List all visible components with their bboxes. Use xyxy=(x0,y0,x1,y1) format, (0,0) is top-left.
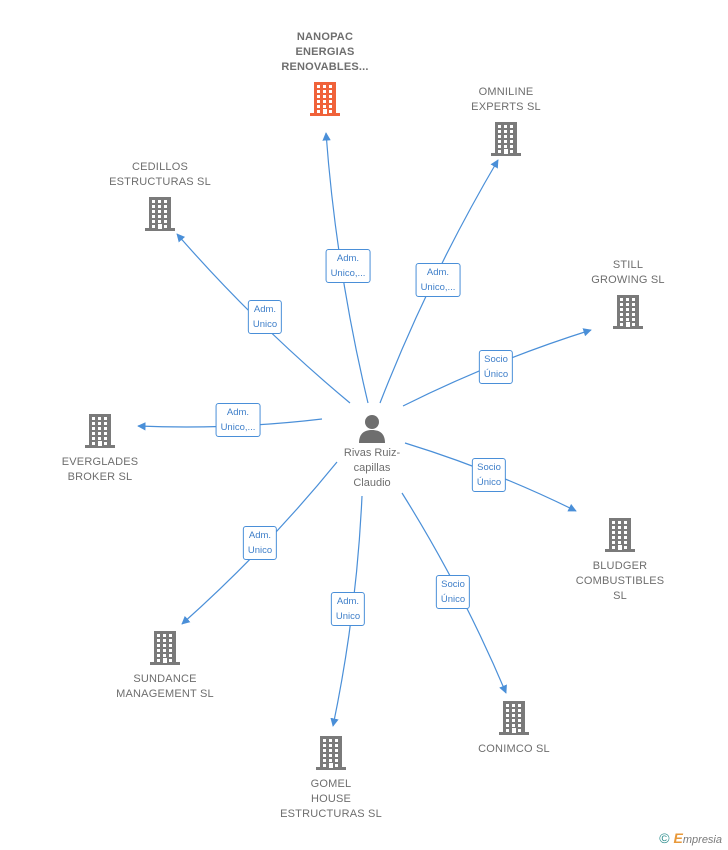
company-node-everglades[interactable]: EVERGLADES BROKER SL xyxy=(40,413,160,485)
company-name: CEDILLOS ESTRUCTURAS SL xyxy=(109,161,211,188)
company-node-conimco[interactable]: CONIMCO SL xyxy=(454,700,574,757)
building-icon xyxy=(605,518,635,552)
brand-name: mpresia xyxy=(682,834,722,846)
building-icon xyxy=(499,701,529,735)
copyright-symbol: © xyxy=(659,830,670,846)
relation-label-conimco[interactable]: Socio Único xyxy=(435,575,471,609)
company-name: GOMEL HOUSE ESTRUCTURAS SL xyxy=(280,778,382,820)
brand-initial: E xyxy=(673,830,683,846)
company-name: OMNILINE EXPERTS SL xyxy=(471,86,541,113)
company-name: NANOPAC ENERGIAS RENOVABLES... xyxy=(281,31,369,73)
relation-label-sundance[interactable]: Adm. Unico xyxy=(242,526,278,560)
company-node-nanopac[interactable]: NANOPAC ENERGIAS RENOVABLES... xyxy=(265,30,385,117)
brand-logo: Empresia xyxy=(674,830,722,846)
relation-label-bludger[interactable]: Socio Único xyxy=(471,458,507,492)
company-name: BLUDGER COMBUSTIBLES SL xyxy=(575,560,665,602)
company-node-sundance[interactable]: SUNDANCE MANAGEMENT SL xyxy=(105,630,225,702)
building-icon xyxy=(613,295,643,329)
relation-label-everglades[interactable]: Adm. Unico,... xyxy=(215,403,261,437)
person-name: Rivas Ruiz- capillas Claudio xyxy=(343,447,401,489)
person-node[interactable]: Rivas Ruiz- capillas Claudio xyxy=(322,413,422,491)
relation-label-nanopac[interactable]: Adm. Unico,... xyxy=(325,249,371,283)
company-node-bludger[interactable]: BLUDGER COMBUSTIBLES SL xyxy=(560,517,680,604)
company-name: STILL GROWING SL xyxy=(591,259,665,286)
company-node-cedillos[interactable]: CEDILLOS ESTRUCTURAS SL xyxy=(100,160,220,232)
person-icon xyxy=(359,415,385,443)
company-name: EVERGLADES BROKER SL xyxy=(61,456,139,483)
building-icon xyxy=(310,82,340,116)
company-node-omniline[interactable]: OMNILINE EXPERTS SL xyxy=(446,85,566,157)
relation-label-gomel[interactable]: Adm. Unico xyxy=(330,592,366,626)
building-icon xyxy=(316,736,346,770)
company-name: CONIMCO SL xyxy=(478,743,550,755)
company-node-gomel[interactable]: GOMEL HOUSE ESTRUCTURAS SL xyxy=(271,735,391,822)
relation-label-cedillos[interactable]: Adm. Unico xyxy=(247,300,283,334)
building-icon xyxy=(85,414,115,448)
company-node-still[interactable]: STILL GROWING SL xyxy=(568,258,688,330)
building-icon xyxy=(145,197,175,231)
relation-label-still[interactable]: Socio Único xyxy=(478,350,514,384)
building-icon xyxy=(150,631,180,665)
footer-brand[interactable]: © Empresia xyxy=(659,830,722,846)
relation-label-omniline[interactable]: Adm. Unico,... xyxy=(415,263,461,297)
building-icon xyxy=(491,122,521,156)
company-name: SUNDANCE MANAGEMENT SL xyxy=(116,673,214,700)
